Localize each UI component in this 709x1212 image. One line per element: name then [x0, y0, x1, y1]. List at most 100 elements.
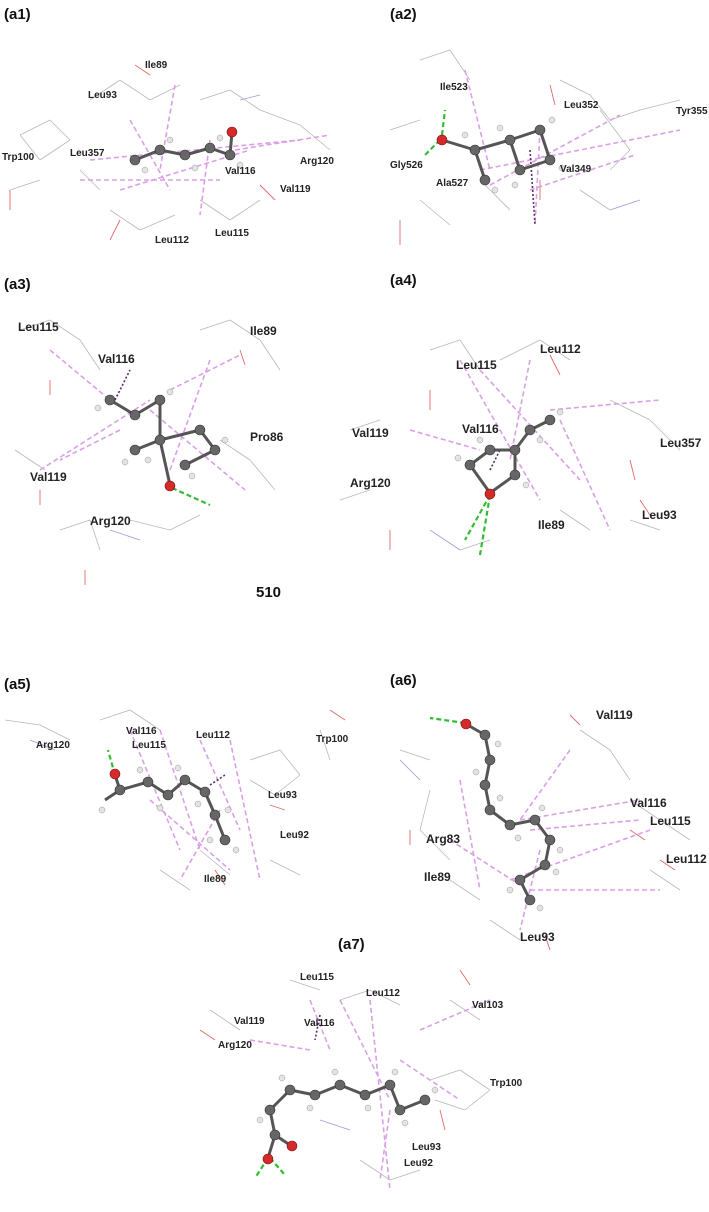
residue-label: Val119: [596, 708, 633, 722]
residue-label: Ile89: [250, 324, 277, 338]
residue-label: Arg83: [426, 832, 461, 846]
residue-wireframe: [199, 969, 491, 1181]
hydrophobic-interactions: [409, 359, 661, 531]
ligand-molecule: [129, 126, 244, 174]
residue-label: Arg120: [350, 476, 391, 490]
residue-label: Trp100: [2, 152, 35, 163]
docking-scene-a2: [389, 49, 681, 245]
hydrogen-bonds: [429, 716, 466, 725]
docking-scene-a4: [339, 339, 681, 556]
residue-label: Ala527: [436, 178, 469, 189]
ligand-molecule: [454, 408, 564, 500]
residue-label: Leu93: [88, 90, 117, 101]
residue-label: Val116: [304, 1018, 335, 1029]
residue-label: Trp100: [490, 1078, 523, 1089]
ligand-molecule: [460, 718, 564, 912]
docking-scene-a3: [14, 319, 281, 585]
residue-label: Val119: [280, 184, 311, 195]
pi-sigma-interactions: [209, 774, 226, 786]
residue-label: Val116: [98, 352, 135, 366]
residue-label: Leu115: [456, 358, 497, 372]
docking-scene-a5: [4, 709, 346, 891]
residue-label: Leu115: [215, 228, 249, 239]
residue-label: Val116: [126, 726, 157, 737]
hydrogen-bonds: [464, 494, 492, 556]
residue-label: Leu352: [564, 100, 599, 111]
ligand-molecule: [256, 1068, 439, 1165]
residue-label: Leu93: [412, 1142, 441, 1153]
hydrophobic-interactions: [39, 349, 246, 491]
residue-label: Tyr355: [676, 106, 708, 117]
panel-label-a5: (a5): [4, 676, 31, 693]
panel-a6: Val119 Val116 Leu115 Arg83 Leu112 Ile89 …: [390, 700, 709, 960]
residue-wireframe: [399, 714, 691, 951]
residue-label: Leu112: [666, 852, 707, 866]
panel-label-a1: (a1): [4, 6, 31, 23]
pi-sigma-interactions: [529, 149, 536, 226]
residue-label: Arg120: [90, 514, 131, 528]
residue-label: Leu115: [650, 814, 691, 828]
hydrophobic-interactions: [249, 999, 491, 1191]
hydrophobic-interactions: [129, 729, 261, 881]
pi-sigma-interactions: [114, 369, 131, 401]
ligand-molecule: [94, 388, 229, 492]
docking-scene-a1: [9, 64, 331, 241]
residue-wireframe: [4, 709, 346, 891]
residue-label: Trp100: [316, 734, 349, 745]
panel-label-a3: (a3): [4, 276, 31, 293]
residue-label: Leu112: [155, 235, 189, 246]
residue-label: Leu115: [132, 740, 166, 751]
ligand-molecule: [436, 116, 566, 194]
residue-label: Arg120: [36, 740, 70, 751]
hydrogen-bonds: [171, 486, 211, 507]
panel-label-a7: (a7): [338, 936, 365, 953]
residue-wireframe: [339, 339, 681, 551]
hydrophobic-interactions: [464, 69, 681, 226]
docking-scene-a6: [399, 714, 691, 951]
residue-label: Val116: [462, 422, 499, 436]
residue-label: Ile89: [204, 874, 227, 885]
residue-label: Leu115: [18, 320, 59, 334]
residue-label: Gly526: [390, 160, 423, 171]
residue-label: Val116: [225, 166, 256, 177]
compound-caption: 510: [256, 584, 282, 601]
panel-a4: Leu112 Leu115 Val119 Val116 Leu357 Arg12…: [330, 300, 709, 590]
residue-label: Val349: [560, 164, 592, 175]
residue-label: Val119: [30, 470, 67, 484]
residue-label: Leu93: [520, 930, 555, 944]
residue-label: Val116: [630, 796, 667, 810]
residue-label: Ile89: [145, 60, 168, 71]
residue-label: Val119: [234, 1016, 265, 1027]
pi-sigma-interactions: [314, 1014, 321, 1041]
panel-label-a4: (a4): [390, 272, 417, 289]
residue-label: Arg120: [218, 1040, 252, 1051]
panel-a2: Ile523 Leu352 Tyr355 Gly526 Val349 Ala52…: [380, 40, 709, 250]
hydrogen-bonds: [424, 109, 447, 156]
residue-label: Leu357: [660, 436, 702, 450]
residue-label: Ile89: [424, 870, 451, 884]
docking-scene-a7: [199, 969, 491, 1191]
residue-label: Leu92: [280, 830, 309, 841]
residue-label: Arg120: [300, 156, 334, 167]
panel-a5: Val116 Arg120 Leu115 Leu112 Trp100 Leu93…: [0, 700, 360, 910]
residue-label: Ile523: [440, 82, 468, 93]
residue-label: Leu115: [300, 972, 334, 983]
residue-wireframe: [14, 319, 281, 585]
residue-label: Leu112: [196, 730, 230, 741]
residue-label: Leu92: [404, 1158, 433, 1169]
panel-label-a6: (a6): [390, 672, 417, 689]
residue-label: Leu93: [642, 508, 677, 522]
panel-a3: Leu115 Ile89 Val116 Pro86 Val119 Arg120: [0, 300, 330, 590]
panel-a1: Ile89 Leu93 Trp100 Leu357 Arg120 Val119 …: [0, 40, 360, 250]
residue-label: Leu357: [70, 148, 105, 159]
residue-label: Ile89: [538, 518, 565, 532]
residue-label: Leu93: [268, 790, 297, 801]
residue-label: Leu112: [366, 988, 400, 999]
residue-label: Pro86: [250, 430, 284, 444]
residue-label: Val103: [472, 1000, 504, 1011]
residue-label: Val119: [352, 426, 389, 440]
ligand-molecule: [98, 764, 240, 854]
panel-a7: Leu115 Leu112 Val103 Val119 Val116 Arg12…: [190, 960, 550, 1210]
panel-label-a2: (a2): [390, 6, 417, 23]
residue-label: Leu112: [540, 342, 581, 356]
